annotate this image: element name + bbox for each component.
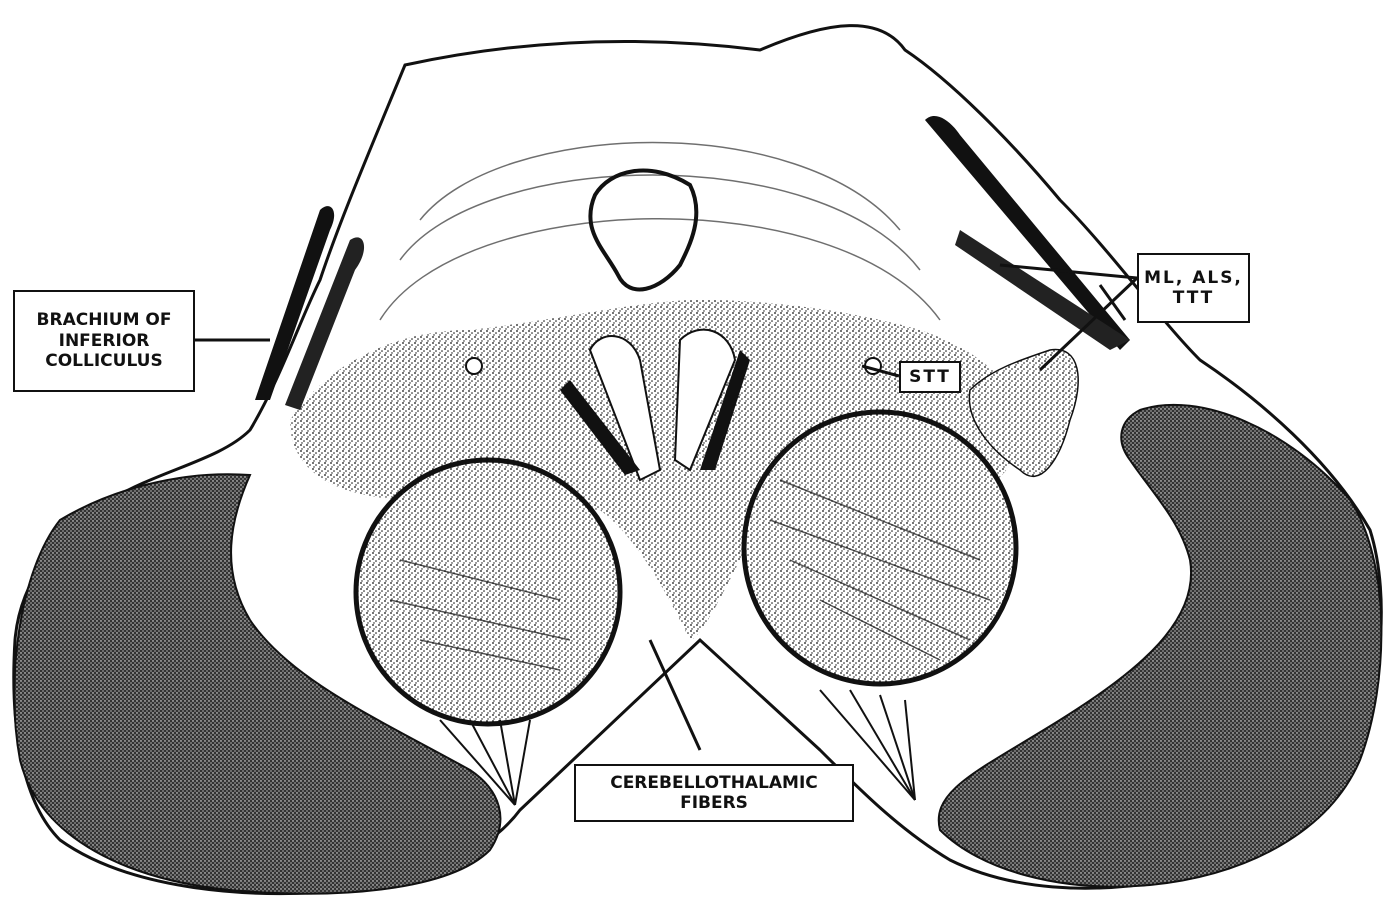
left-red-nucleus — [356, 460, 620, 724]
label-cerebello-line-2: FIBERS — [680, 793, 748, 813]
label-cerebellothalamic-fibers: CEREBELLOTHALAMIC FIBERS — [574, 764, 854, 822]
label-ml-line-2: TTT — [1173, 288, 1215, 308]
label-brachium-of-inferior-colliculus: BRACHIUM OF INFERIOR COLLICULUS — [13, 290, 195, 392]
label-brachium-line-1: BRACHIUM OF — [37, 310, 172, 330]
stt-left-marker — [466, 358, 482, 374]
label-brachium-line-3: COLLICULUS — [45, 351, 162, 371]
label-ml-als-ttt: ML, ALS, TTT — [1137, 253, 1250, 323]
label-cerebello-line-1: CEREBELLOTHALAMIC — [610, 773, 818, 793]
label-stt-text: STT — [909, 367, 951, 387]
label-ml-line-1: ML, ALS, — [1144, 268, 1243, 288]
right-red-nucleus — [744, 412, 1016, 684]
label-stt: STT — [899, 361, 961, 393]
label-brachium-line-2: INFERIOR — [59, 331, 150, 351]
